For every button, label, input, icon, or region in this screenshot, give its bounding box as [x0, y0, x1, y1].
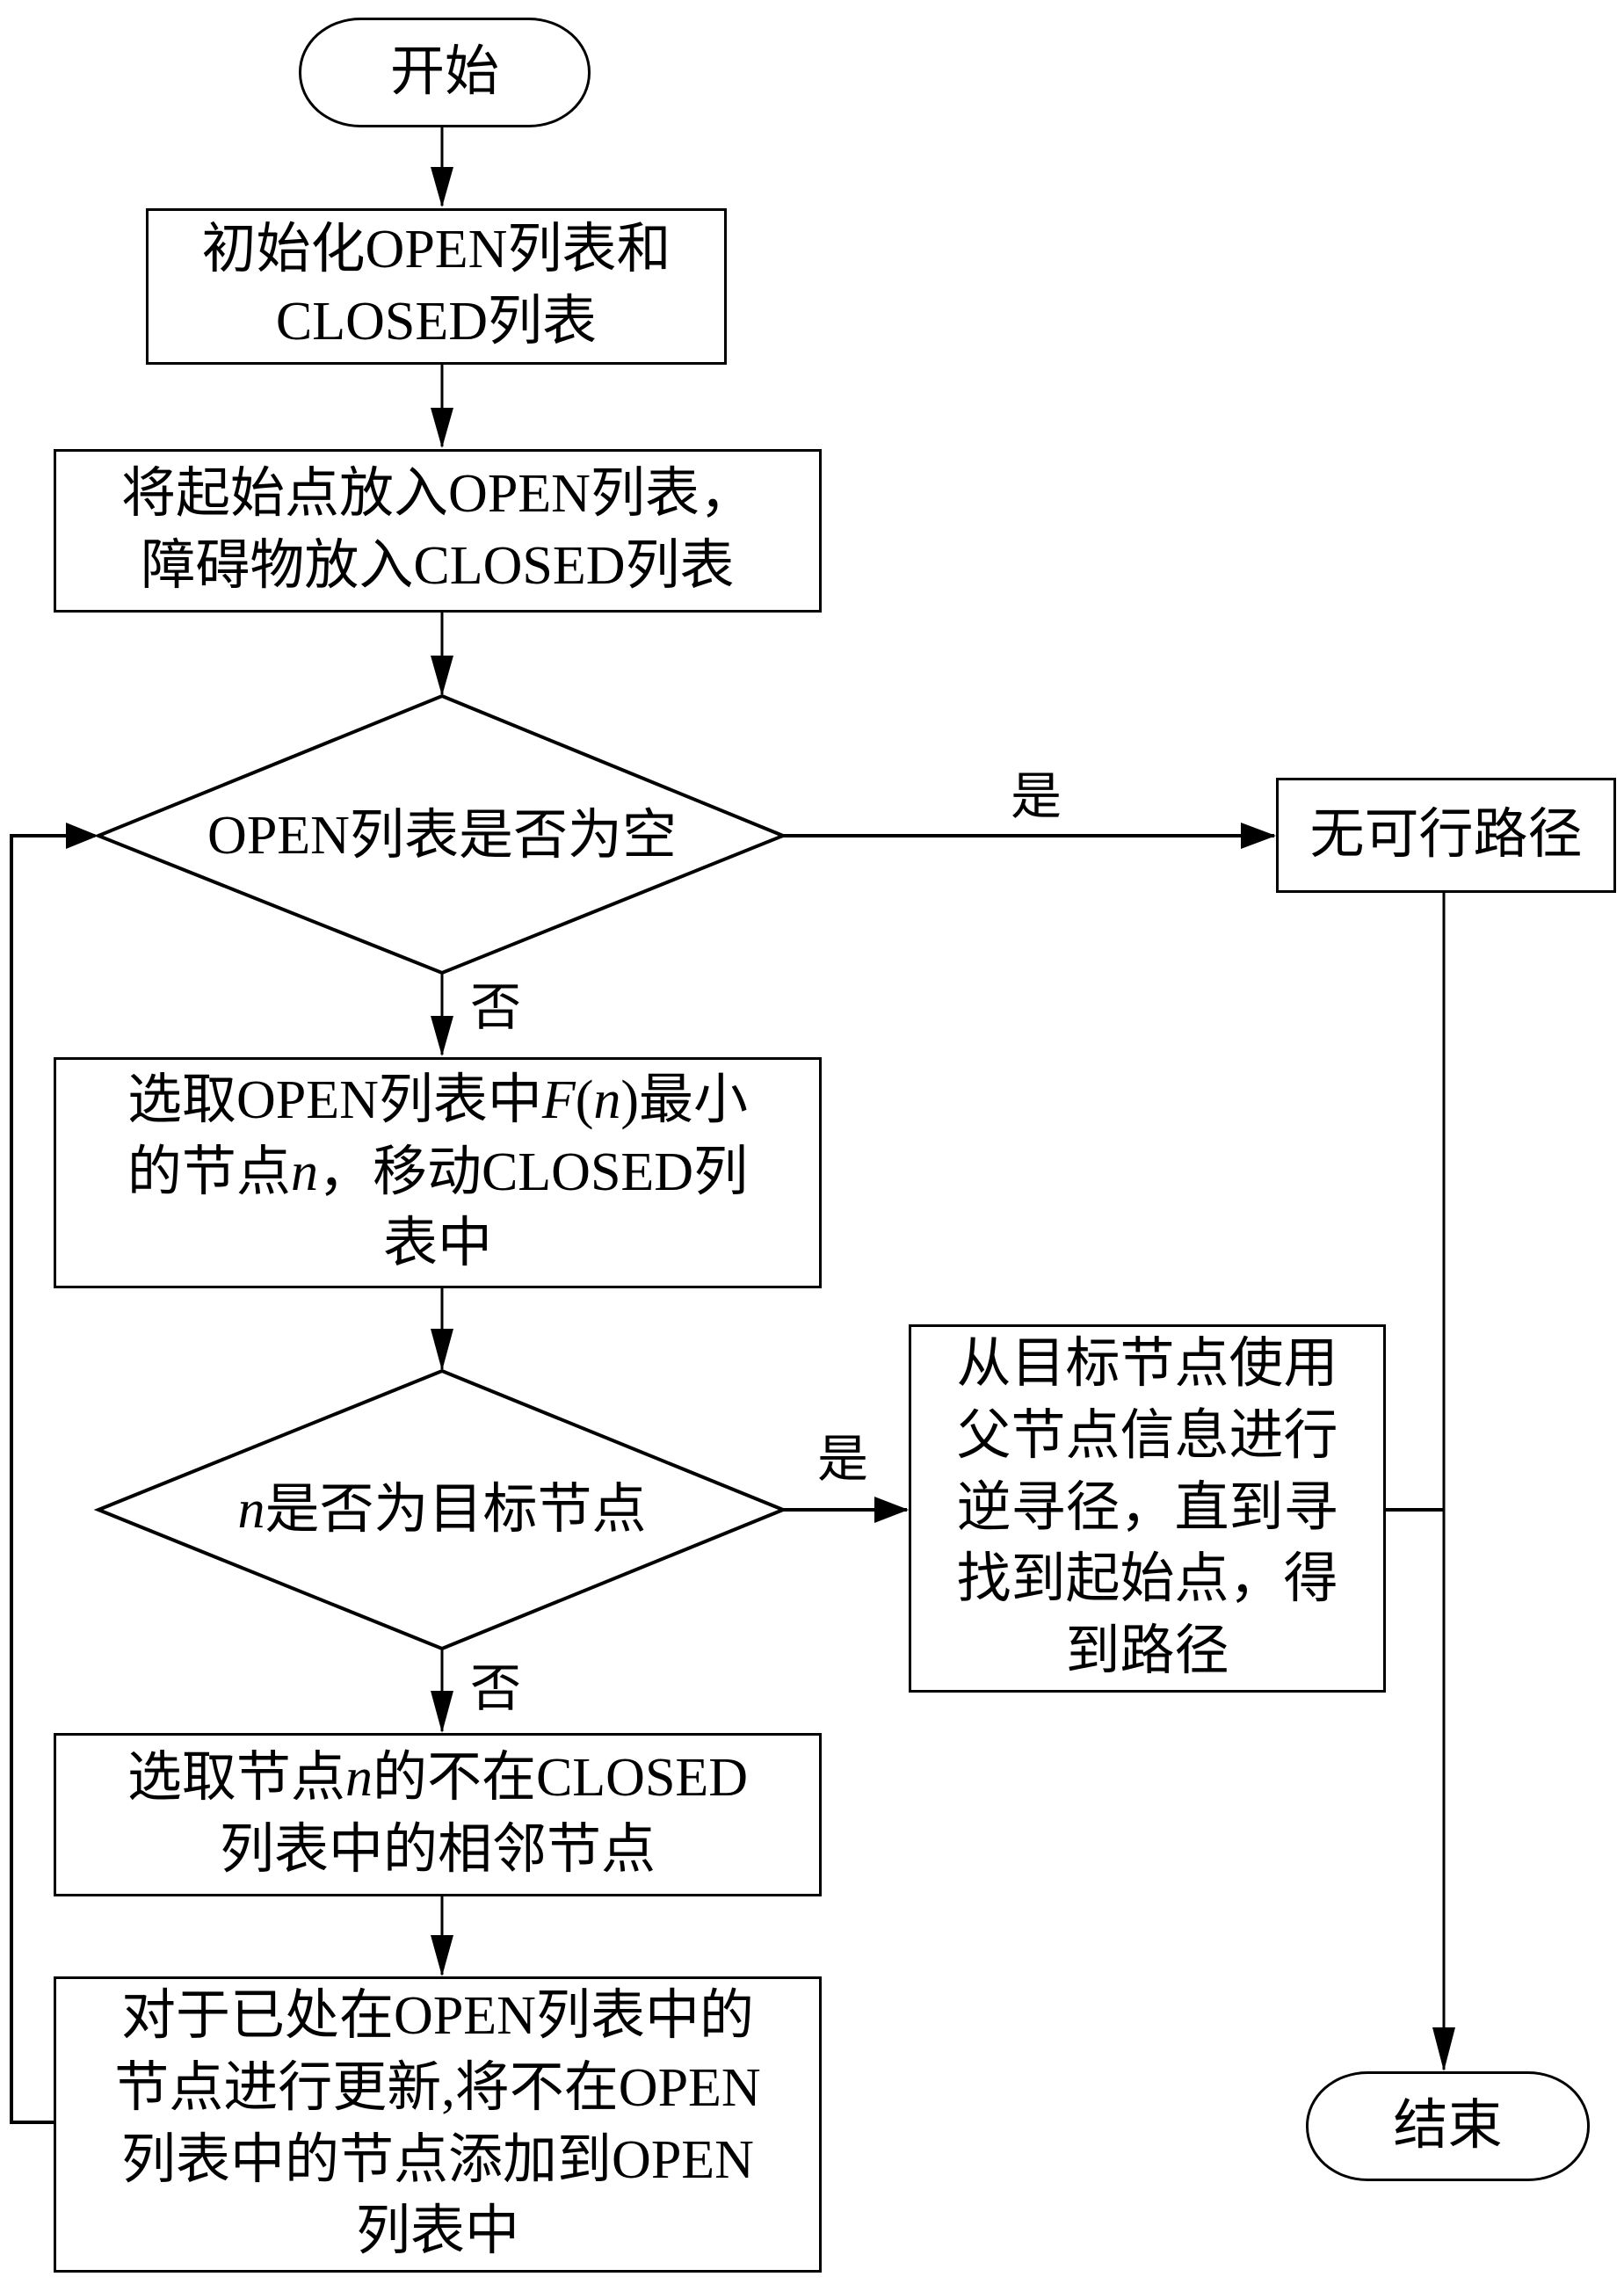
backtrack-line-3: 逆寻径，直到寻	[956, 1477, 1338, 1538]
no-label-1: 否	[470, 979, 522, 1036]
neighbors-line-2: 列表中的相邻节点	[219, 1820, 656, 1880]
no-label-2: 否	[470, 1660, 522, 1717]
decision-open-empty-label: OPEN列表是否为空	[207, 805, 677, 866]
backtrack-line-5: 到路径	[1065, 1621, 1229, 1682]
backtrack-line-1: 从目标节点使用	[956, 1333, 1338, 1394]
update-box: 对于已处在OPEN列表中的 节点进行更新,将不在OPEN 列表中的节点添加到OP…	[54, 1976, 822, 2273]
no-path-box: 无可行路径	[1276, 778, 1616, 893]
end-label: 结束	[1393, 2095, 1503, 2156]
arrowhead	[1241, 823, 1276, 849]
update-line-3: 列表中的节点添加到OPEN	[121, 2129, 754, 2190]
select-min-line-1: 选取OPEN列表中F(n)最小	[127, 1069, 749, 1130]
init-line-2: CLOSED列表	[275, 292, 598, 352]
arrowhead	[431, 408, 453, 448]
arrowhead	[431, 1016, 453, 1056]
select-min-line-3: 表中	[382, 1214, 492, 1274]
yes-label-2: 是	[817, 1431, 869, 1488]
update-line-1: 对于已处在OPEN列表中的	[121, 1985, 754, 2046]
start-terminal: 开始	[299, 18, 591, 127]
init-lists-box: 初始化OPEN列表和 CLOSED列表	[146, 208, 727, 365]
arrowhead	[431, 1329, 453, 1371]
arrowhead	[431, 656, 453, 696]
update-line-4: 列表中	[355, 2201, 519, 2262]
update-line-2: 节点进行更新,将不在OPEN	[114, 2057, 761, 2118]
end-terminal: 结束	[1306, 2071, 1590, 2181]
init-line-1: 初始化OPEN列表和	[201, 220, 671, 280]
decision-goal-label: n是否为目标节点	[237, 1479, 647, 1540]
backtrack-line-4: 找到起始点，得	[956, 1549, 1338, 1610]
select-min-box: 选取OPEN列表中F(n)最小 的节点n，移动CLOSED列 表中	[54, 1057, 822, 1288]
no-path-label: 无可行路径	[1309, 804, 1583, 865]
neighbors-box: 选取节点n的不在CLOSED 列表中的相邻节点	[54, 1733, 822, 1896]
arrowhead	[1432, 2027, 1455, 2071]
backtrack-box: 从目标节点使用 父节点信息进行 逆寻径，直到寻 找到起始点，得 到路径	[909, 1324, 1386, 1693]
loop-back-line	[10, 834, 95, 2124]
arrowhead	[431, 167, 453, 207]
neighbors-line-1: 选取节点n的不在CLOSED	[127, 1748, 749, 1809]
backtrack-line-2: 父节点信息进行	[956, 1405, 1338, 1466]
put-start-line-1: 将起始点放入OPEN列表，	[121, 464, 754, 525]
put-start-line-2: 障碍物放入CLOSED列表	[141, 536, 735, 596]
arrowhead	[431, 1691, 453, 1733]
arrowhead	[66, 823, 98, 849]
arrowhead	[431, 1935, 453, 1976]
yes-label-1: 是	[1011, 768, 1062, 825]
select-min-line-2: 的节点n，移动CLOSED列	[127, 1142, 749, 1202]
start-label: 开始	[389, 41, 499, 102]
put-start-box: 将起始点放入OPEN列表， 障碍物放入CLOSED列表	[54, 449, 822, 613]
arrowhead	[874, 1497, 909, 1523]
